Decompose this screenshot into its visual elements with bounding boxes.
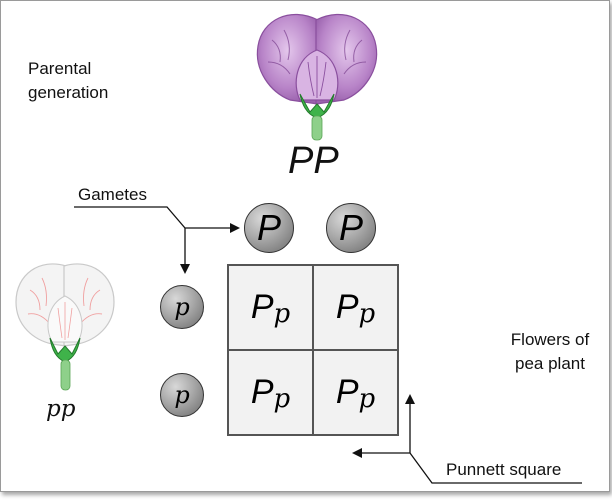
purple-flower-icon xyxy=(256,13,378,141)
gamete-left-2: p xyxy=(160,373,204,417)
flowers-label: Flowers of pea plant xyxy=(510,330,590,373)
dominant-genotype: PP xyxy=(288,140,339,182)
recessive-genotype: pp xyxy=(46,396,76,422)
gamete-top-2: P xyxy=(326,203,376,253)
punnett-arrows xyxy=(352,394,582,484)
parental-generation-label: Parental generation xyxy=(28,59,109,102)
gamete-top-1: P xyxy=(244,203,294,253)
gametes-arrows xyxy=(74,206,240,274)
punnett-square-label: Punnett square xyxy=(446,460,562,479)
gamete-left-1: p xyxy=(160,285,204,329)
white-flower-icon xyxy=(15,263,115,391)
gametes-label: Gametes xyxy=(78,185,147,204)
